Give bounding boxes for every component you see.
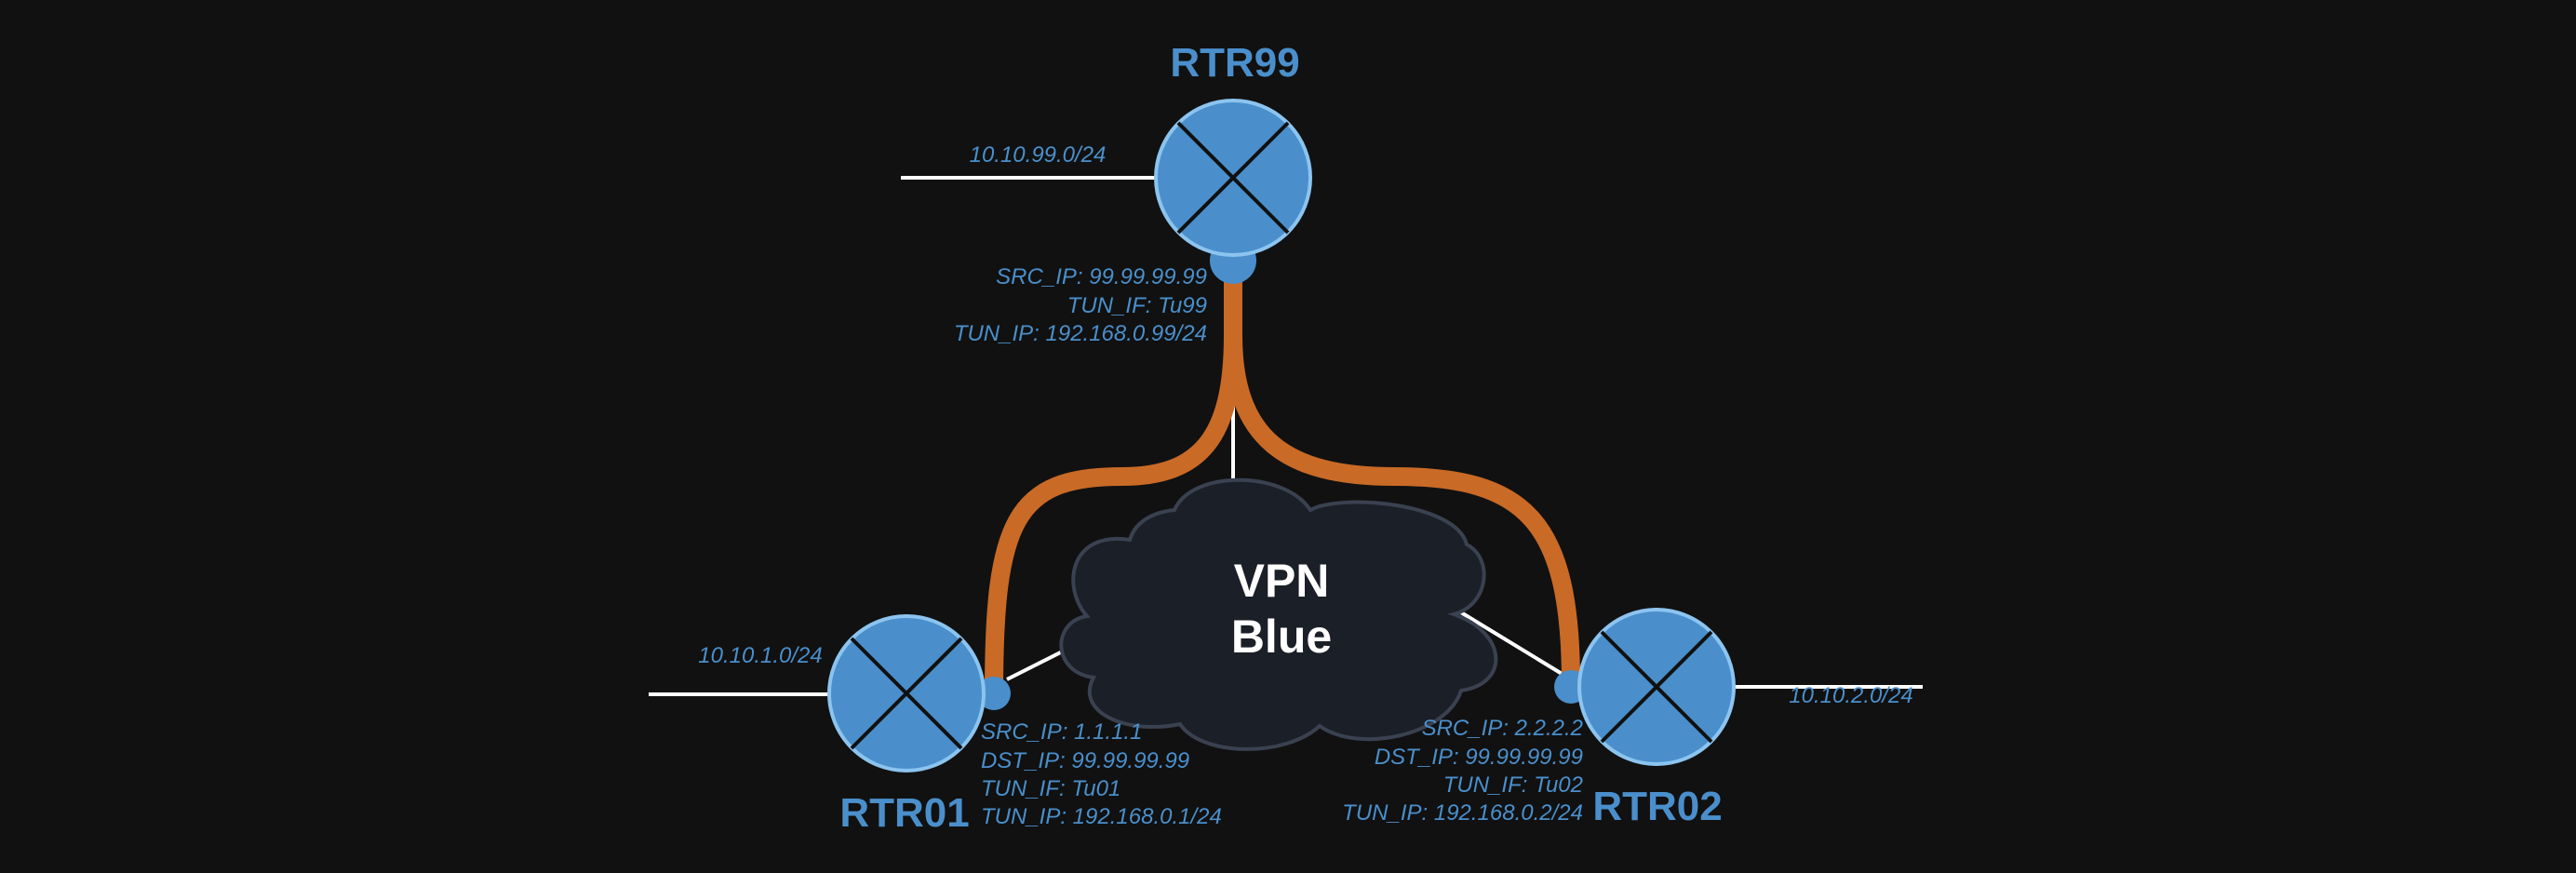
tunnel-rtr99-rtr02 <box>1224 265 1580 693</box>
rtr99-info-src-ip: SRC_IP: 99.99.99.99 <box>996 264 1207 289</box>
router-rtr99-cross-b <box>1176 121 1290 235</box>
router-rtr99-label: RTR99 <box>1170 40 1299 86</box>
router-rtr99 <box>1154 99 1312 257</box>
rtr02-info-src-ip: SRC_IP: 2.2.2.2 <box>1422 716 1583 741</box>
rtr02-info-dst-ip: DST_IP: 99.99.99.99 <box>1375 745 1583 770</box>
rtr99-info-tun-if: TUN_IF: Tu99 <box>1067 293 1207 318</box>
rtr01-info: SRC_IP: 1.1.1.1 DST_IP: 99.99.99.99 TUN_… <box>981 719 1222 829</box>
router-rtr02 <box>1577 608 1736 766</box>
rtr01-info-src-ip: SRC_IP: 1.1.1.1 <box>981 719 1142 745</box>
rtr02-info: SRC_IP: 2.2.2.2 DST_IP: 99.99.99.99 TUN_… <box>1342 716 1583 826</box>
router-rtr01 <box>827 614 986 772</box>
router-rtr01-cross-b <box>850 637 963 750</box>
rtr99-info-tun-ip: TUN_IP: 192.168.0.99/24 <box>954 321 1207 346</box>
rtr01-tunnel-endpoint <box>977 677 1011 710</box>
router-rtr01-label: RTR01 <box>839 790 969 836</box>
cloud-label-line1: VPN <box>1234 555 1330 607</box>
rtr02-network-label: 10.10.2.0/24 <box>1789 683 1912 708</box>
rtr01-info-tun-if: TUN_IF: Tu01 <box>981 776 1120 801</box>
tunnel-rtr99-rtr01 <box>985 265 1242 703</box>
vpn-cloud <box>1059 477 1498 751</box>
router-rtr02-cross-b <box>1600 630 1713 744</box>
rtr01-info-dst-ip: DST_IP: 99.99.99.99 <box>981 748 1189 773</box>
rtr99-info: SRC_IP: 99.99.99.99 TUN_IF: Tu99 TUN_IP:… <box>954 264 1207 346</box>
rtr02-info-tun-if: TUN_IF: Tu02 <box>1443 772 1583 798</box>
rtr99-network-label: 10.10.99.0/24 <box>970 142 1107 168</box>
rtr01-info-tun-ip: TUN_IP: 192.168.0.1/24 <box>981 804 1222 829</box>
rtr02-cloud-link <box>1455 608 1565 677</box>
cloud-label-line2: Blue <box>1231 611 1332 663</box>
router-rtr02-label: RTR02 <box>1592 784 1722 829</box>
rtr01-network-label: 10.10.1.0/24 <box>698 643 822 668</box>
rtr02-info-tun-ip: TUN_IP: 192.168.0.2/24 <box>1342 800 1583 826</box>
